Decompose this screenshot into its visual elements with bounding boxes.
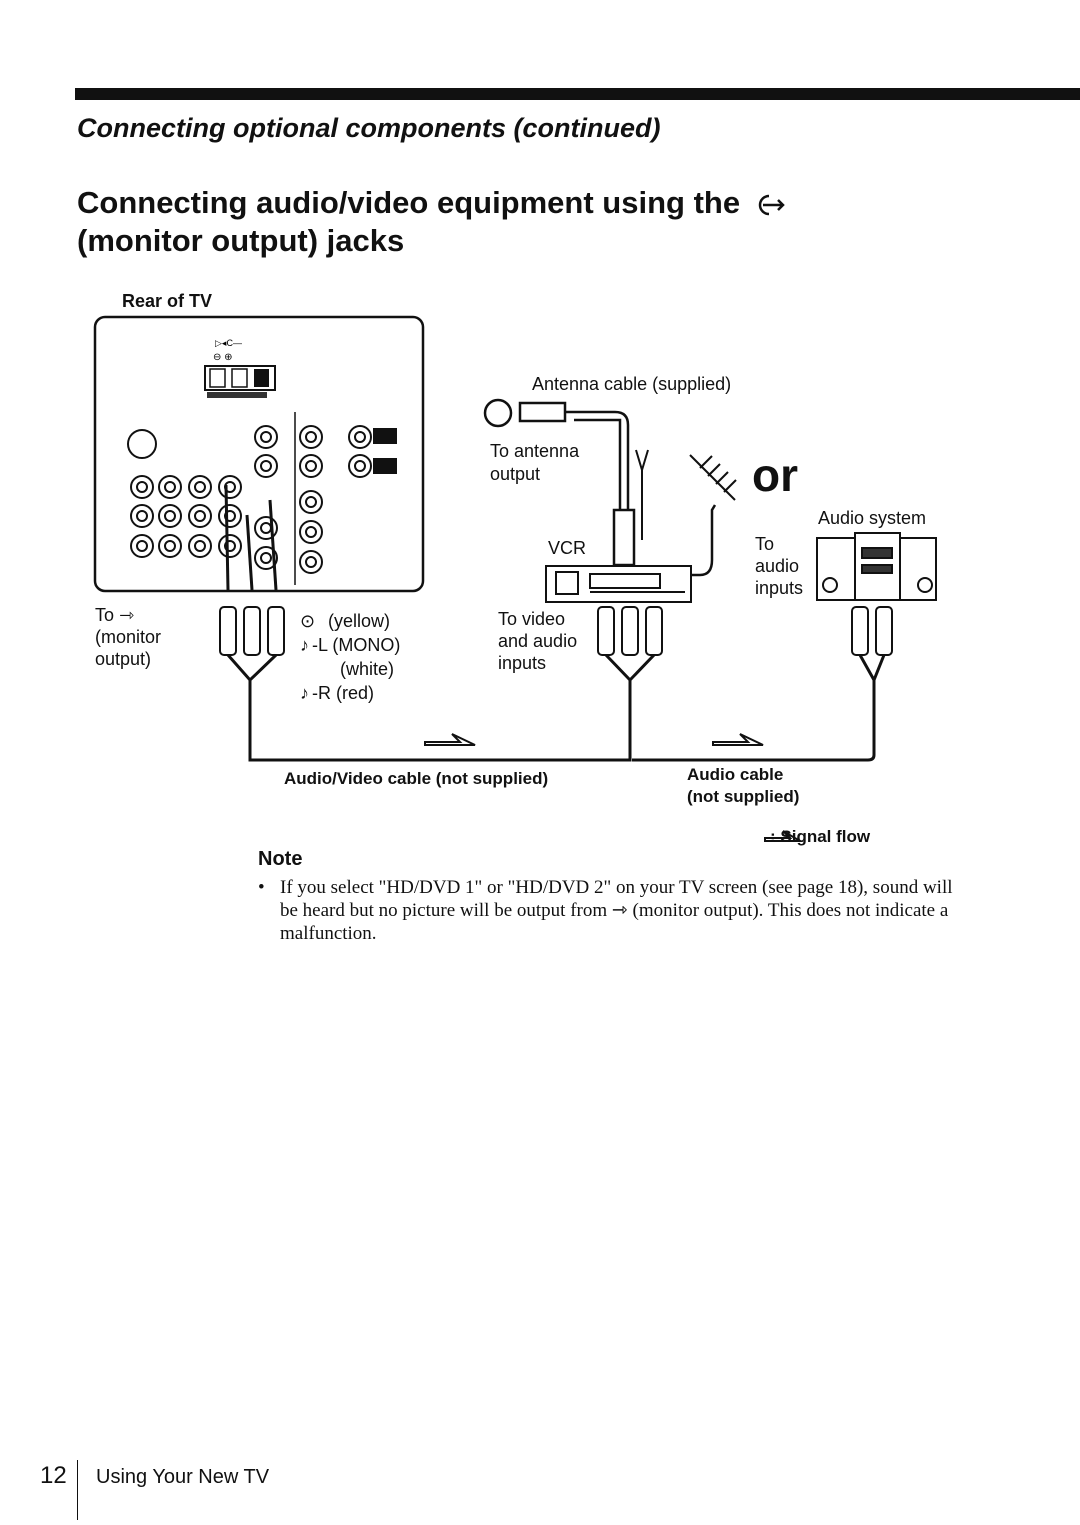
- audio-system: [816, 532, 937, 601]
- page-title-line2: (monitor output) jacks: [77, 223, 405, 258]
- page-number: 12: [40, 1462, 67, 1489]
- section-title: Connecting optional components (continue…: [77, 113, 661, 143]
- tv-cable-bundle: [226, 653, 632, 762]
- mono-label: -L (MONO): [312, 635, 401, 655]
- to-monitor-to: To: [95, 605, 115, 625]
- svg-text:⊖ ⊕: ⊖ ⊕: [213, 352, 233, 363]
- antenna-cable: [483, 398, 649, 567]
- footer-divider: [77, 1460, 78, 1520]
- red-label: -R (red): [312, 683, 374, 703]
- and-audio-label: and audio: [498, 631, 578, 651]
- footer-section: Using Your New TV: [96, 1466, 270, 1488]
- note-text: If you select "HD/DVD 1" or "HD/DVD 2" o…: [280, 877, 953, 944]
- audio-cable-label-line1: Audio cable: [687, 765, 784, 784]
- or-label: or: [752, 449, 798, 501]
- rear-of-tv-label: Rear of TV: [122, 291, 213, 311]
- note-heading: Note: [258, 848, 303, 870]
- audio-label: audio: [755, 556, 800, 576]
- audio-cable-label-line2: (not supplied): [687, 787, 800, 806]
- signal-flow-arrows: [424, 733, 804, 842]
- audio-note-icon: ♪: [300, 635, 309, 655]
- to-monitor-label: To ⇾: [95, 604, 134, 626]
- inputs-label: inputs: [755, 578, 804, 598]
- antenna-output-label: output: [490, 464, 541, 484]
- vcr-label: VCR: [548, 538, 587, 558]
- page-title-line1: Connecting audio/video equipment using t…: [77, 185, 741, 220]
- tv-output-cables: [224, 484, 278, 591]
- top-rule: [75, 88, 1080, 100]
- audio-note-icon-r: ♪: [300, 683, 309, 703]
- av-cable-label: Audio/Video cable (not supplied): [284, 769, 549, 788]
- top-terminal-block: ▷◂C— ⊖ ⊕: [204, 338, 276, 398]
- tv-rear-panel: [93, 315, 425, 593]
- to-label: To: [755, 534, 775, 554]
- inputs2-label: inputs: [498, 653, 547, 673]
- audio-cable: [632, 654, 886, 762]
- note-bullet: •: [258, 877, 265, 898]
- signal-flow-label: : Signal flow: [770, 827, 871, 846]
- audio-system-label: Audio system: [818, 508, 927, 528]
- page-title: Connecting audio/video equipment using t…: [77, 184, 789, 260]
- yellow-label: (yellow): [328, 611, 391, 631]
- to-video-label: To video: [498, 609, 566, 629]
- tv-rca-plugs: [219, 606, 285, 656]
- outdoor-antenna: [680, 454, 737, 577]
- note-body: • If you select "HD/DVD 1" or "HD/DVD 2"…: [258, 876, 958, 945]
- vcr-rca-plugs: [597, 606, 663, 656]
- rear-jacks-left: [127, 425, 278, 570]
- white-label: (white): [340, 659, 395, 679]
- rear-jacks-right: [294, 412, 397, 585]
- to-monitor-line3: output): [95, 649, 152, 669]
- to-antenna-label: To antenna: [490, 441, 580, 461]
- vcr-device: [545, 565, 692, 603]
- antenna-cable-label: Antenna cable (supplied): [532, 374, 732, 394]
- to-monitor-line2: (monitor: [95, 627, 162, 647]
- monitor-output-icon: ⇾: [119, 605, 135, 625]
- monitor-output-icon: [758, 194, 785, 216]
- audio-rca-plugs: [851, 606, 893, 656]
- svg-text:▷◂C—: ▷◂C—: [215, 338, 242, 348]
- video-jack-icon: ⊙: [300, 611, 316, 631]
